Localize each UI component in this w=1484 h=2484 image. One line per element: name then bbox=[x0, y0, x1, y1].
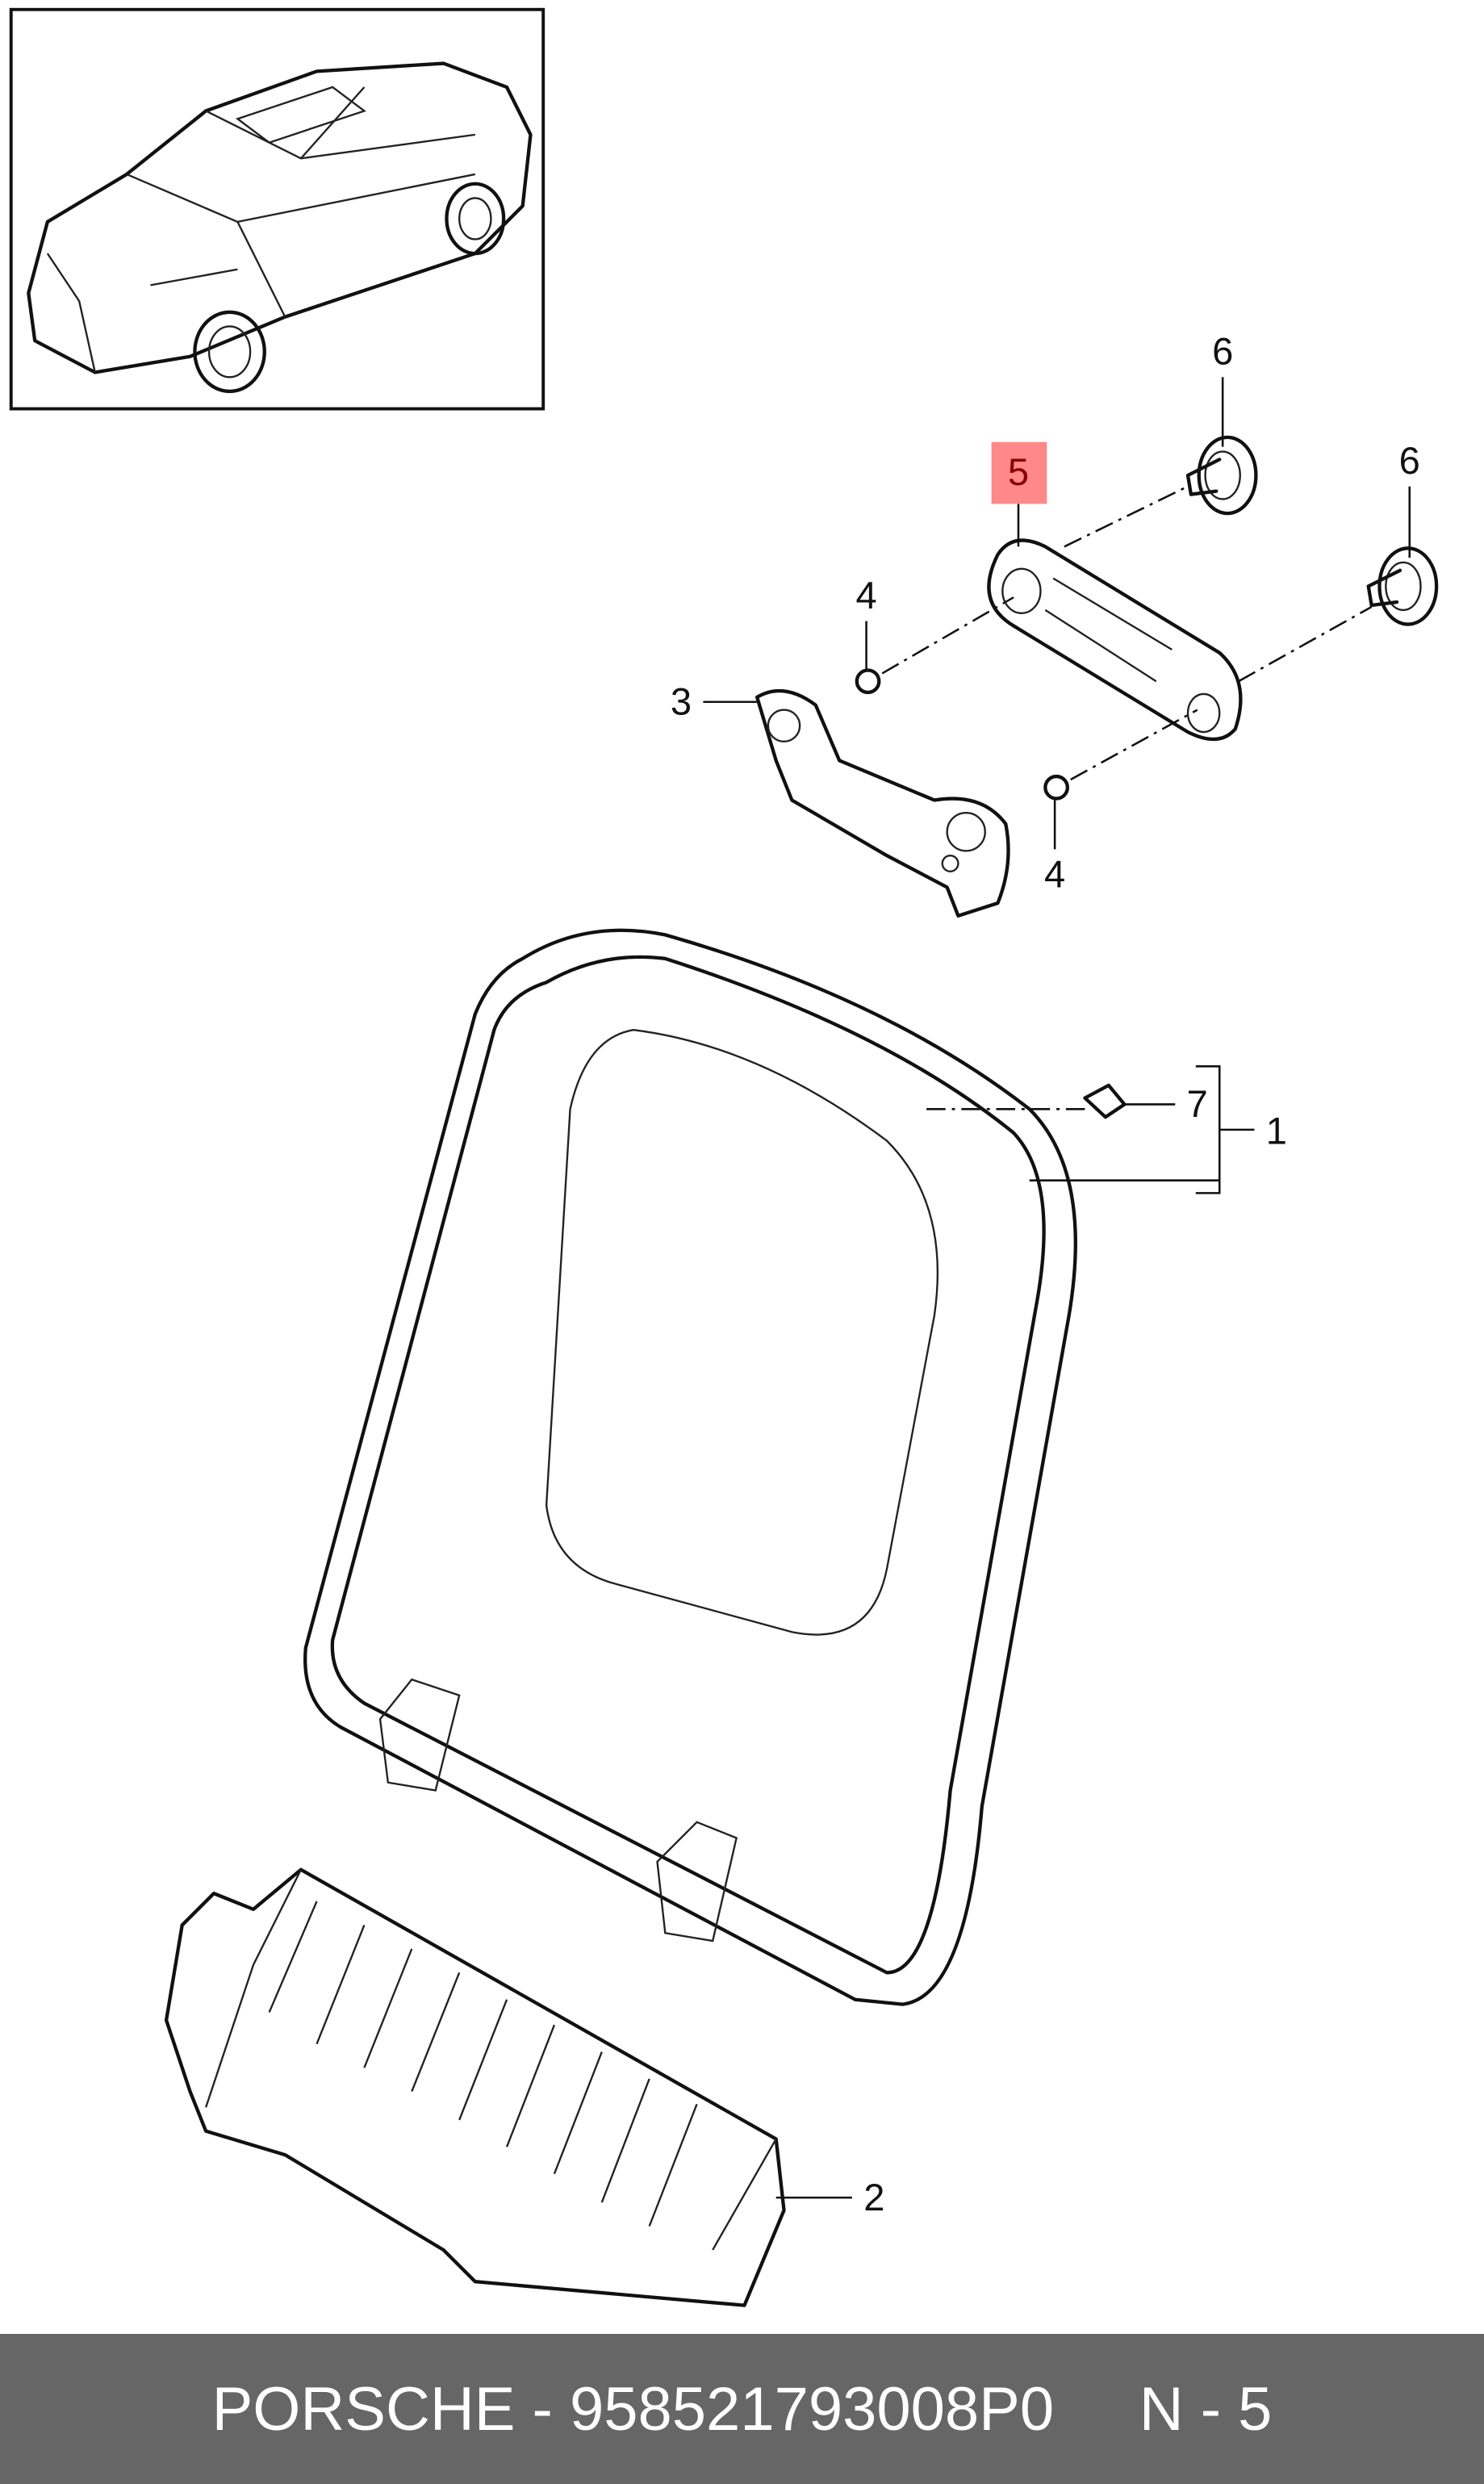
callout-4-lower[interactable]: 4 bbox=[1044, 852, 1065, 895]
footer-page: N - 5 bbox=[1139, 2374, 1273, 2444]
footer-part-number: 958521793008P0 bbox=[569, 2374, 1055, 2444]
part-2-lower-trim bbox=[164, 1867, 786, 2307]
callout-4-upper[interactable]: 4 bbox=[855, 574, 876, 617]
part-1-backrest-panel bbox=[303, 928, 1077, 2006]
footer-bar: PORSCHE - 958521793008P0 N - 5 bbox=[0, 2334, 1484, 2484]
callout-5[interactable]: 5 bbox=[1008, 450, 1029, 493]
callout-3[interactable]: 3 bbox=[671, 680, 692, 722]
part-5-highlight bbox=[991, 441, 1047, 504]
parts-diagram: 6 6 5 4 3 4 7 1 2 bbox=[9, 7, 1439, 2307]
part-5-bracket bbox=[987, 538, 1243, 742]
footer-brand: PORSCHE bbox=[211, 2374, 516, 2444]
part-4-nut-lower bbox=[1043, 774, 1069, 801]
part-7-clip bbox=[1083, 1083, 1127, 1119]
callout-6-upper[interactable]: 6 bbox=[1212, 330, 1233, 373]
part-6-clip-upper bbox=[1185, 435, 1258, 516]
part-6-clip-lower bbox=[1366, 546, 1439, 626]
part-3-plate bbox=[755, 688, 1010, 918]
vehicle-thumbnail bbox=[9, 7, 546, 411]
callout-1[interactable]: 1 bbox=[1266, 1110, 1287, 1152]
callout-2[interactable]: 2 bbox=[863, 2176, 884, 2218]
footer-separator: - bbox=[515, 2374, 570, 2444]
callout-7[interactable]: 7 bbox=[1187, 1082, 1208, 1125]
footer-gap bbox=[1054, 2374, 1139, 2444]
callout-6-lower[interactable]: 6 bbox=[1399, 439, 1420, 482]
part-4-nut-upper bbox=[855, 668, 881, 695]
